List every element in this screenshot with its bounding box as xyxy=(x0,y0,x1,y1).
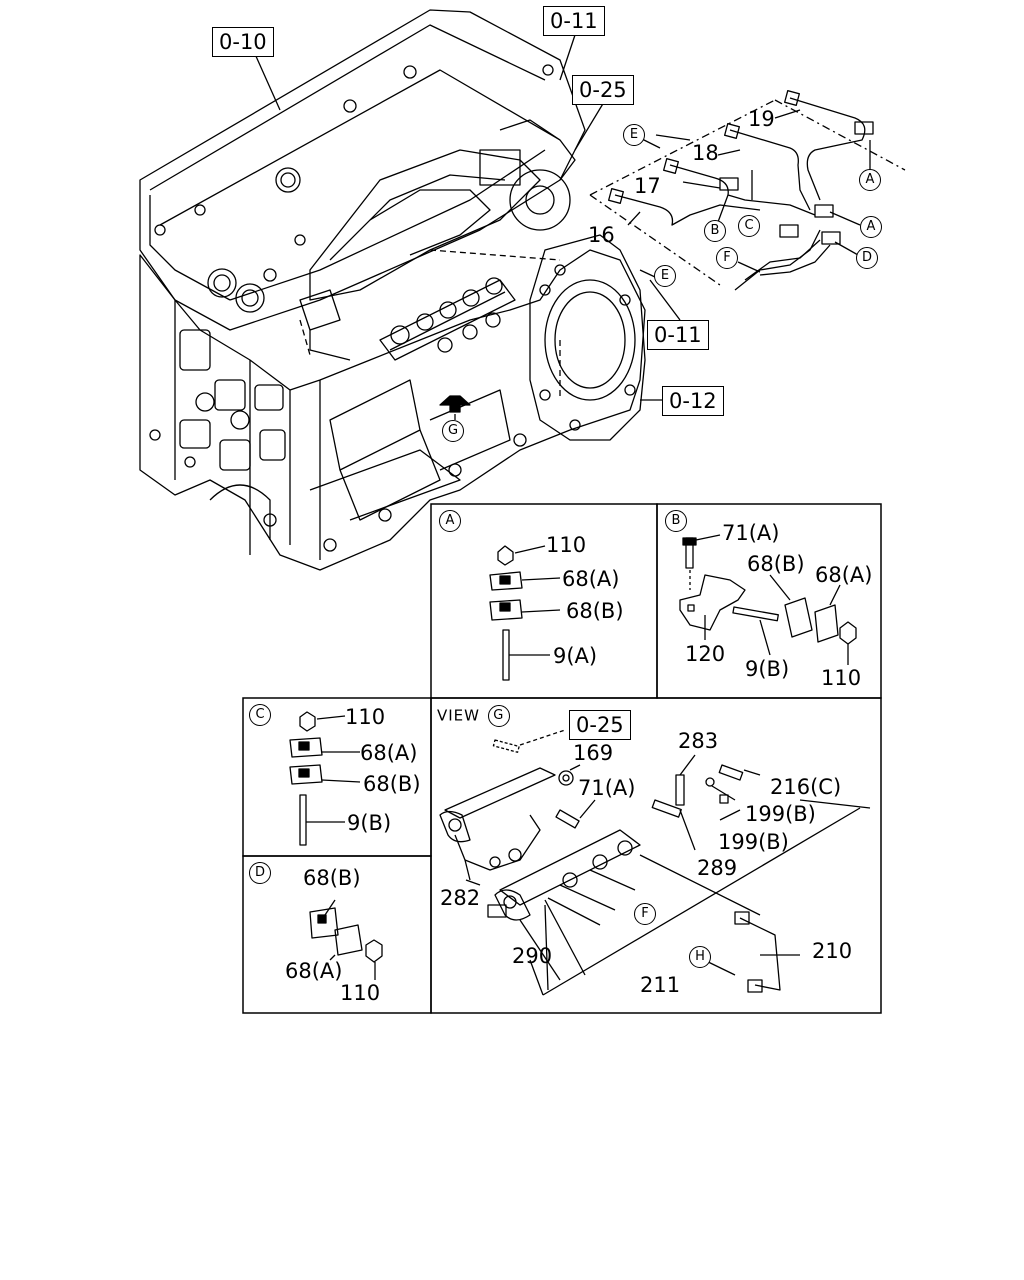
marker-a-1: A xyxy=(859,169,881,191)
marker-e-top: E xyxy=(623,124,645,146)
ref-box-0-11-mid: 0-11 xyxy=(647,320,709,350)
injection-pipes-illustration xyxy=(608,90,874,291)
ref-box-0-25-top: 0-25 xyxy=(572,75,634,105)
panel-d-label-68b: 68(B) xyxy=(303,866,361,890)
view-label-199b-2: 199(B) xyxy=(718,830,789,854)
panel-a-label-68a: 68(A) xyxy=(562,567,620,591)
marker-a-2: A xyxy=(860,216,882,238)
view-label-290: 290 xyxy=(512,944,553,968)
ref-box-0-25-view: 0-25 xyxy=(569,710,631,740)
panel-a-label-68b: 68(B) xyxy=(566,599,624,623)
part-label-18: 18 xyxy=(692,141,719,165)
panel-d-parts xyxy=(309,899,383,980)
panel-d-label-110: 110 xyxy=(340,981,381,1005)
marker-e-mid: E xyxy=(654,265,676,287)
view-marker-f: F xyxy=(634,903,656,925)
view-label-71a: 71(A) xyxy=(578,776,636,800)
part-label-19: 19 xyxy=(748,107,775,131)
panel-b-parts xyxy=(679,534,857,665)
panel-a-parts xyxy=(489,545,561,681)
panel-view-parts xyxy=(439,729,871,996)
view-label-169: 169 xyxy=(573,741,614,765)
view-label-216c: 216(C) xyxy=(770,775,842,799)
view-label-283: 283 xyxy=(678,729,719,753)
panel-c-marker: C xyxy=(249,704,271,726)
panel-b-label-68b: 68(B) xyxy=(747,552,805,576)
panel-d-label-68a: 68(A) xyxy=(285,959,343,983)
panel-c-label-110: 110 xyxy=(345,705,386,729)
panel-a-label-9a: 9(A) xyxy=(553,644,598,668)
panel-b-label-120: 120 xyxy=(685,642,726,666)
panel-c-parts xyxy=(289,711,361,846)
ref-box-0-12: 0-12 xyxy=(662,386,724,416)
marker-d: D xyxy=(856,247,878,269)
view-g-title: VIEW G xyxy=(437,705,510,727)
panel-c-label-9b: 9(B) xyxy=(347,811,392,835)
view-marker-g: G xyxy=(487,705,510,727)
view-label-210: 210 xyxy=(812,939,853,963)
panel-b-label-9b: 9(B) xyxy=(745,657,790,681)
panel-b-marker: B xyxy=(665,510,687,532)
view-label-282: 282 xyxy=(440,886,481,910)
marker-c: C xyxy=(738,215,760,237)
view-label-289: 289 xyxy=(697,856,738,880)
part-label-16: 16 xyxy=(588,223,615,247)
panel-c-label-68b: 68(B) xyxy=(363,772,421,796)
panel-a-label-110: 110 xyxy=(546,533,587,557)
view-label-199b-1: 199(B) xyxy=(745,802,816,826)
ref-box-0-10: 0-10 xyxy=(212,27,274,57)
view-marker-h: H xyxy=(689,946,711,968)
view-title-text: VIEW xyxy=(437,706,480,725)
panel-d-marker: D xyxy=(249,862,271,884)
panel-c-label-68a: 68(A) xyxy=(360,741,418,765)
view-label-211: 211 xyxy=(640,973,681,997)
marker-b: B xyxy=(704,220,726,242)
panel-b-label-71a: 71(A) xyxy=(722,521,780,545)
panel-b-label-110: 110 xyxy=(821,666,862,690)
panel-a-marker: A xyxy=(439,510,461,532)
panel-b-label-68a: 68(A) xyxy=(815,563,873,587)
panel-view-frame xyxy=(430,697,882,1014)
marker-f: F xyxy=(716,247,738,269)
ref-box-0-11-top: 0-11 xyxy=(543,6,605,36)
engine-block-illustration xyxy=(139,9,646,571)
marker-g: G xyxy=(442,420,464,442)
part-label-17: 17 xyxy=(634,174,661,198)
